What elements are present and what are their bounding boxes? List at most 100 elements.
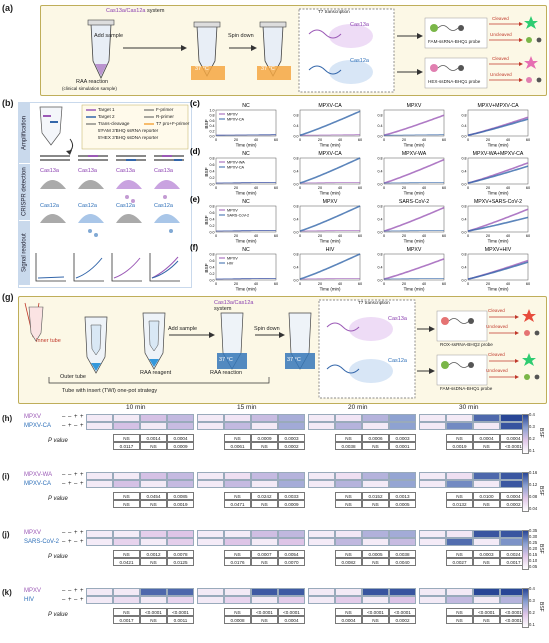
ylabel-c: BSF	[204, 119, 210, 128]
heat-cell-i-2-1-0	[308, 480, 335, 488]
panel-label-d: (d)	[190, 147, 201, 156]
pvalue-j-0-0-1: 0.0012	[140, 550, 167, 558]
ytick-e-2-2: 0.4	[378, 218, 383, 222]
title-d-1: MPXV-CA	[318, 151, 342, 157]
xtick-c-1-1: 20	[318, 138, 322, 142]
sign-j-0-0: –	[62, 530, 66, 536]
colorbar-tick-h-0: 0.4	[529, 412, 535, 417]
pvalue-j-1-0-2: 0.0054	[278, 550, 305, 558]
heat-cell-h-2-1-3	[389, 422, 416, 430]
pvalue-j-1-1-0: 0.0176	[224, 558, 251, 566]
colorbar-tick-j-1: 0.30	[529, 534, 538, 539]
heat-cell-k-3-1-0	[419, 596, 446, 604]
b-cas13a-2: Cas13a	[78, 168, 97, 174]
pvalue-k-1-1-2: 0.0004	[278, 616, 305, 624]
pvalue-h-0-1-0: 0.0117	[113, 442, 140, 450]
heat-cell-k-3-1-2	[473, 596, 500, 604]
ytick-f-0-3: 0.6	[210, 259, 215, 263]
heat-cell-i-3-1-2	[473, 480, 500, 488]
heat-cell-j-0-1-0	[86, 538, 113, 546]
a-cas12a: Cas12a	[350, 58, 369, 64]
pvalue-i-1-0-2: 0.0033	[278, 492, 305, 500]
ytick-d-0-2: 0.4	[210, 170, 215, 174]
title-e-1: MPXV	[323, 199, 338, 205]
xtick-d-3-3: 60	[526, 186, 530, 190]
a-t7-label: T7 transcription	[318, 9, 350, 14]
heat-cell-h-2-0-0	[308, 414, 335, 422]
heat-cell-h-1-1-0	[197, 422, 224, 430]
heat-cell-j-1-1-3	[278, 538, 305, 546]
heat-cell-k-0-1-2	[140, 596, 167, 604]
series-f-1-0	[300, 278, 360, 280]
ytick-e-1-0: 0.0	[294, 231, 299, 235]
sign-h-0-3: +	[80, 414, 84, 420]
pvalue-i-1-0-0: NS	[224, 492, 251, 500]
xtick-e-1-3: 60	[358, 234, 362, 238]
heat-cell-k-2-0-3	[389, 588, 416, 596]
heat-cell-h-0-0-0	[86, 414, 113, 422]
heat-cell-h-1-1-1	[224, 422, 251, 430]
a-cleaved-2: Cleaved	[492, 56, 509, 61]
b-cas13a-4: Cas13a	[154, 168, 173, 174]
heat-cell-j-1-0-0	[197, 530, 224, 538]
heat-cell-h-0-1-3	[167, 422, 194, 430]
xtick-d-3-0: 0	[467, 186, 469, 190]
heat-cell-k-0-0-0	[86, 588, 113, 596]
pvalue-h-2-0-1: 0.0006	[362, 434, 389, 442]
pvalue-j-2-0-0: NS	[335, 550, 362, 558]
a-uncleaved-2: Uncleaved	[490, 72, 512, 77]
pvalue-k-3-0-1: <0.0001	[473, 608, 500, 616]
heat-cell-h-1-1-2	[251, 422, 278, 430]
b-cas12a-4: Cas12a	[154, 203, 173, 209]
heat-cell-j-3-0-0	[419, 530, 446, 538]
a-system-text: Cas13a/Cas12a	[106, 8, 146, 14]
g-temp2: 37 °C	[287, 357, 301, 363]
pvalue-h-0-1-2: 0.0009	[167, 442, 194, 450]
colorbar-tick-h-3: 0.1	[529, 448, 535, 453]
pvalue-k-1-0-2: <0.0001	[278, 608, 305, 616]
heat-cell-h-0-0-3	[167, 414, 194, 422]
panel-b-schematic	[35, 104, 189, 282]
title-c-1: MPXV-CA	[318, 103, 342, 109]
xtick-e-2-3: 60	[442, 234, 446, 238]
pvalue-k-2-1-0: 0.0004	[335, 616, 362, 624]
a-probe1-text: FAM-ssRNA-BHQ1	[428, 39, 468, 44]
g-probe2: FAM-ssDNA-BHQ1 probe	[440, 386, 492, 391]
a-raa-sub: (clinical simulation sample)	[62, 86, 117, 91]
target-j-0: MPXV	[24, 530, 42, 536]
sign-i-1-1: +	[68, 481, 72, 487]
heat-cell-k-1-0-0	[197, 588, 224, 596]
series-c-2-1	[384, 134, 444, 136]
xtick-f-2-3: 60	[442, 282, 446, 286]
heat-cell-h-2-0-1	[335, 414, 362, 422]
legend-e-0: MPXV	[227, 209, 238, 213]
heat-cell-k-2-0-0	[308, 588, 335, 596]
heat-cell-i-0-0-0	[86, 472, 113, 480]
pvalue-h-2-1-1: NS	[362, 442, 389, 450]
heat-cell-i-2-1-1	[335, 480, 362, 488]
ytick-f-2-4: 0.8	[378, 253, 383, 257]
g-system-word: system	[214, 306, 232, 312]
xtick-d-0-0: 0	[215, 186, 217, 190]
g-spin-down: Spin down	[254, 326, 280, 332]
sign-h-1-1: +	[68, 423, 72, 429]
title-e-2: SARS-CoV-2	[399, 199, 429, 205]
heat-cell-i-1-1-3	[278, 480, 305, 488]
panel-label-i: (i)	[2, 472, 10, 481]
heat-cell-j-2-0-1	[335, 530, 362, 538]
pvalue-i-0-0-0: NS	[113, 492, 140, 500]
sign-k-1-2: –	[74, 597, 78, 603]
heat-cell-i-2-1-3	[389, 480, 416, 488]
pvalue-i-3-1-0: 0.0132	[446, 500, 473, 508]
title-f-2: MPXV	[407, 247, 422, 253]
xtick-c-0-1: 20	[234, 138, 238, 142]
colorbar-tick-j-0: 0.35	[529, 528, 538, 533]
pvalue-k-2-1-1: NS	[362, 616, 389, 624]
heat-cell-k-1-1-0	[197, 596, 224, 604]
sign-k-1-0: –	[62, 597, 66, 603]
xtick-e-2-2: 40	[422, 234, 426, 238]
series-c-1-1	[299, 110, 361, 136]
b-crispr-band: CRISPR detection	[19, 164, 30, 220]
xtick-f-1-1: 20	[318, 282, 322, 286]
